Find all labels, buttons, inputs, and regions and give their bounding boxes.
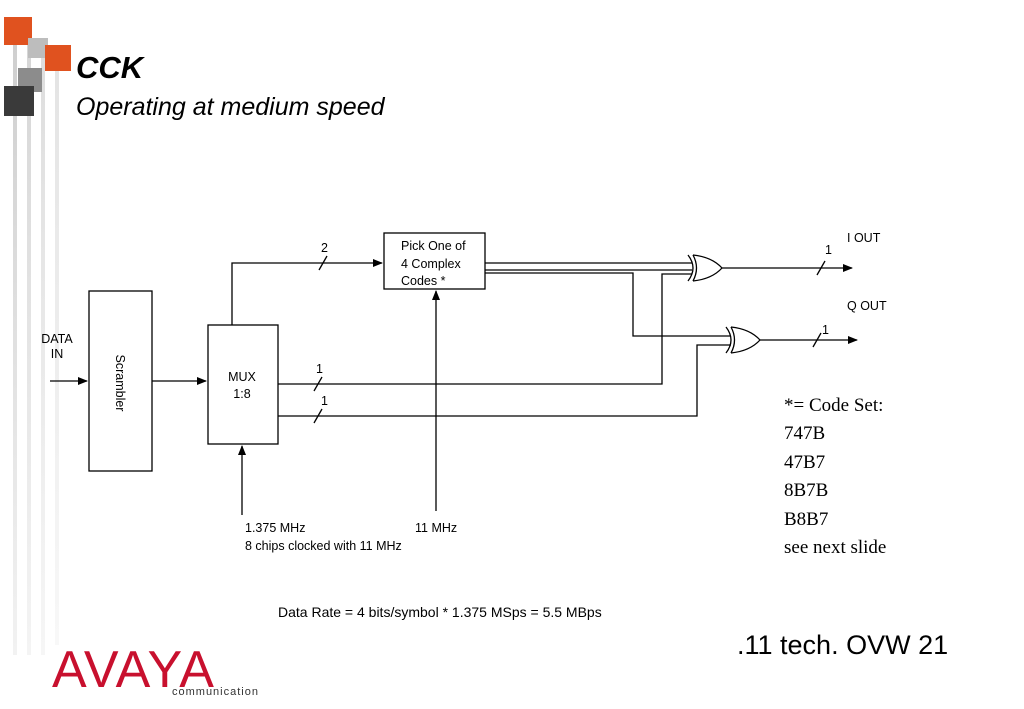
bus-tick-mux-i (313, 376, 323, 392)
mux-ratio-label: 1:8 (233, 387, 250, 401)
mux-clock-label-2: 8 chips clocked with 11 MHz (245, 539, 402, 553)
data-rate-label: Data Rate = 4 bits/symbol * 1.375 MSps =… (278, 604, 602, 620)
decor-square-orange (4, 17, 32, 45)
pick-clock-label: 11 MHz (415, 521, 457, 535)
bus-tick-i-out (816, 260, 826, 276)
decor-square-light (28, 38, 48, 58)
slide-number-label: .11 tech. OVW 21 (737, 630, 949, 660)
mux-i-bit-wire (278, 273, 692, 385)
bus-width-mux-i: 1 (316, 362, 323, 376)
xor-gate-i (687, 254, 723, 282)
slide-subtitle: Operating at medium speed (76, 93, 385, 121)
pick-code-label-3: Codes * (401, 274, 446, 288)
decor-square-dark (4, 86, 34, 116)
decor-stripe (55, 45, 59, 645)
code-set-line: 8B7B (784, 480, 829, 502)
decor-square-orange (45, 45, 71, 71)
bus-tick-q-out (812, 332, 822, 348)
code-set-list: *= Code Set: 747B 47B7 8B7B B8B7 see nex… (784, 392, 886, 562)
q-out-label: Q OUT (847, 299, 887, 313)
slide-title: CCK (76, 50, 144, 85)
bus-width-pick: 2 (321, 241, 328, 255)
avaya-logo: AVAYA (52, 641, 215, 699)
decor-stripe (13, 45, 17, 655)
pick-code-label-1: Pick One of (401, 239, 466, 253)
bus-width-q-out: 1 (822, 323, 829, 337)
decor-stripe (41, 45, 45, 655)
decor-stripe (27, 45, 31, 655)
mux-block (207, 324, 279, 445)
data-in-label: DATA (41, 332, 73, 346)
code-set-line: 747B (784, 423, 826, 445)
bus-width-i-out: 1 (825, 243, 832, 257)
avaya-logo-tagline: communication (172, 686, 259, 698)
bus-width-mux-q: 1 (321, 394, 328, 408)
pick-to-q-xor-wire (485, 272, 731, 337)
i-out-label: I OUT (847, 231, 881, 245)
mux-label: MUX (228, 370, 256, 384)
bus-tick-mux-q (313, 408, 323, 424)
mux-q-bit-wire (278, 344, 731, 417)
code-set-line: *= Code Set: (784, 395, 884, 416)
code-set-line: B8B7 (784, 508, 829, 530)
pick-code-block (383, 232, 486, 290)
scrambler-label: Scrambler (113, 355, 127, 412)
bus-tick-pick (318, 255, 328, 271)
data-in-label-2: IN (51, 347, 64, 361)
xor-gate-q (725, 326, 761, 354)
pick-code-label-2: 4 Complex (401, 257, 461, 271)
mux-clock-label-1: 1.375 MHz (245, 521, 305, 535)
code-set-line: see next slide (784, 537, 887, 559)
mux-to-pick-wire (231, 259, 383, 325)
code-set-line: 47B7 (784, 451, 826, 473)
